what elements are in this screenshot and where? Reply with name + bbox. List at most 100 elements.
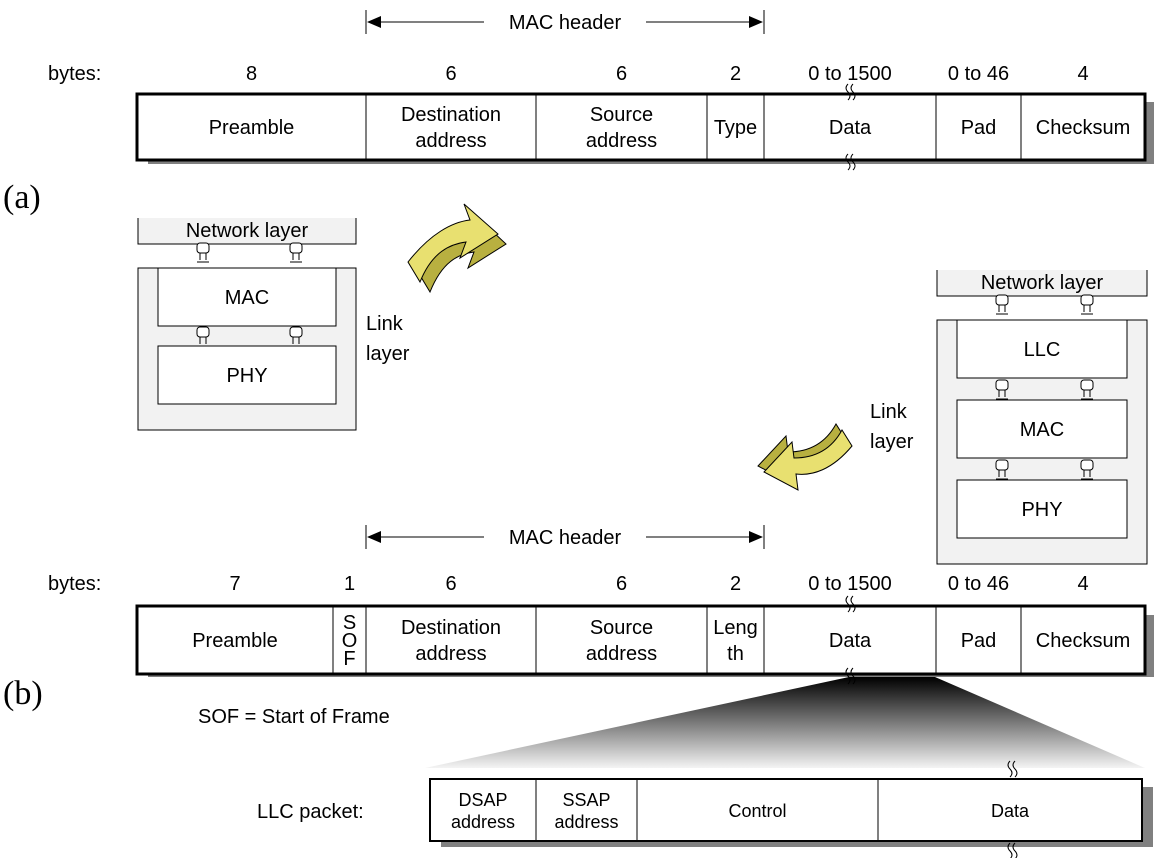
break-icon [845,595,851,613]
stack-layer [956,319,1128,379]
stack-layer [956,399,1128,459]
frame-a-outline [135,92,1147,162]
frame-field [1020,93,1146,161]
field-bytes: 0 to 46 [948,573,1009,595]
llc-packet-label: LLC packet: [257,801,364,823]
plug-icon [995,294,1009,315]
frame-field [706,605,765,675]
curved-arrow-down-icon [757,423,853,491]
llc-field [429,778,537,842]
mac-header-span-a: MAC header [365,10,765,34]
sof-footnote: SOF = Start of Frame [198,706,390,728]
frame-field [763,93,937,161]
field-name: Checksum [1036,117,1130,139]
break-icon [845,667,851,685]
field-name: Preamble [192,630,278,652]
llc-field-name: Data [991,801,1030,821]
mac-header-span-b: MAC header [365,525,765,549]
field-name: Pad [961,630,997,652]
field-bytes: 2 [730,63,741,85]
mac-header-label-b: MAC header [509,527,622,549]
field-name: Data [829,630,872,652]
plug-icon [196,242,210,263]
break-icon [845,153,851,171]
stack-layer-label: PHY [1021,499,1062,521]
bytes-label-b: bytes: [48,573,101,595]
field-bytes: 6 [445,573,456,595]
field-bytes: 6 [616,63,627,85]
field-bytes: 6 [616,573,627,595]
field-bytes: 4 [1077,573,1088,595]
field-bytes: 1 [344,573,355,595]
plug-icon [995,379,1009,400]
stack-layer-label: MAC [1020,419,1064,441]
stack-layer [157,267,337,327]
frame-field [1020,605,1146,675]
break-icon [845,83,851,101]
stack-layer [956,479,1128,539]
plug-icon [1080,459,1094,480]
field-name: Type [714,117,757,139]
network-layer-label: Network layer [186,220,309,242]
frame-b-outline [135,604,1147,676]
stack-layer-label: PHY [226,365,267,387]
frame-field [535,605,708,675]
llc-field-name: Control [728,801,786,821]
frame-a-label: (a) [3,179,41,216]
stack-layer-label: MAC [225,287,269,309]
llc-field [877,778,1143,842]
llc-packet-outline [429,778,1143,842]
stack-layer [157,345,337,405]
field-bytes: 0 to 1500 [808,63,891,85]
mac-header-label-a: MAC header [509,12,622,34]
field-bytes: 0 to 46 [948,63,1009,85]
curved-arrow-up-icon [407,203,507,294]
frame-field [136,605,334,675]
break-icon [1007,842,1013,858]
field-name: Checksum [1036,630,1130,652]
frame-b-label: (b) [3,675,43,712]
stack-layer-label: LLC [1024,339,1061,361]
frame-field [935,605,1022,675]
frame-field [365,605,537,675]
field-bytes: 2 [730,573,741,595]
field-bytes: 0 to 1500 [808,573,891,595]
field-name: Data [829,117,872,139]
break-icon [1007,760,1013,778]
field-bytes: 4 [1077,63,1088,85]
bytes-label-a: bytes: [48,63,101,85]
frame-field [763,605,937,675]
field-name: Pad [961,117,997,139]
plug-icon [1080,294,1094,315]
network-layer-label: Network layer [981,272,1104,294]
plug-icon [289,242,303,263]
field-bytes: 8 [246,63,257,85]
frame-field [365,93,537,161]
llc-expansion-cone [425,677,1145,768]
field-bytes: 6 [445,63,456,85]
field-name: Preamble [209,117,295,139]
field-bytes: 7 [229,573,240,595]
plug-icon [1080,379,1094,400]
plug-icon [995,459,1009,480]
llc-field [636,778,879,842]
